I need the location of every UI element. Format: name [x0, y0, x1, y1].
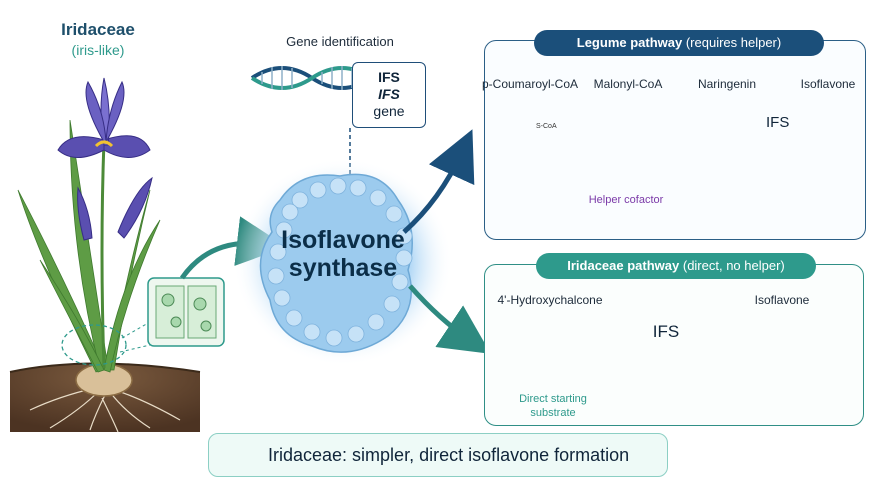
enzyme-label-line1: Isoflavone	[281, 226, 405, 254]
flower-stem	[100, 139, 106, 369]
label-isoflavone-legume: Isoflavone	[800, 77, 856, 91]
enzyme-protein	[259, 173, 413, 353]
ifs-label-legume: IFS	[766, 114, 790, 131]
iris-bud	[77, 176, 153, 241]
legume-pathway-title: Legume pathway (requires helper)	[534, 30, 824, 56]
summary-banner-text: Iridaceae: simpler, direct isoflavone fo…	[268, 445, 630, 465]
label-p-coumaroyl-coa: p-Coumaroyl-CoA	[481, 77, 579, 91]
label-4-hydroxychalcone: 4'-Hydroxychalcone	[497, 293, 603, 307]
label-isoflavone-iridaceae: Isoflavone	[754, 293, 810, 307]
ifs-gene-box: IFS IFS gene	[352, 62, 426, 128]
zoom-circle	[61, 324, 127, 366]
arrow-enzyme-to-legume	[402, 129, 475, 234]
iridaceae-pathway-panel	[484, 264, 864, 426]
enzyme-label-line2: synthase	[288, 254, 398, 282]
ifs-label-iridaceae: IFS	[652, 322, 680, 341]
legume-pathway-panel	[484, 40, 866, 240]
label-naringenin: Naringenin	[697, 77, 757, 91]
iris-title: Iridaceae	[61, 20, 135, 39]
legume-title-rest: (requires helper)	[682, 35, 782, 50]
summary-banner	[208, 433, 668, 477]
iris-flower	[57, 77, 151, 158]
enzyme-label: Isoflavone synthase	[258, 226, 428, 282]
gene-box-line1: IFS	[378, 69, 400, 85]
gene-box-line2: IFS	[378, 86, 400, 102]
direct-line2: substrate	[530, 407, 576, 419]
gene-identification-heading: Gene identification	[286, 34, 394, 49]
cell-inset	[147, 277, 225, 347]
iridaceae-pathway-title: Iridaceae pathway (direct, no helper)	[536, 253, 816, 279]
gene-box-line3: gene	[373, 103, 405, 119]
iris-subtitle: (iris-like)	[71, 42, 125, 58]
iridaceae-title-rest: (direct, no helper)	[679, 258, 785, 273]
plant-leaves	[17, 119, 161, 373]
label-malonyl-coa: Malonyl-CoA	[593, 77, 663, 91]
arrow-enzyme-to-iridaceae	[408, 284, 491, 354]
helper-cofactor-label: Helper cofactor	[588, 194, 664, 206]
legume-title-bold: Legume pathway	[576, 35, 683, 50]
iridaceae-title-bold: Iridaceae pathway	[567, 258, 680, 273]
zoom-connector	[119, 321, 151, 353]
direct-line1: Direct starting	[519, 393, 587, 405]
coa-label: S-CoA	[536, 123, 557, 130]
direct-substrate-label: Direct starting substrate	[498, 392, 608, 420]
